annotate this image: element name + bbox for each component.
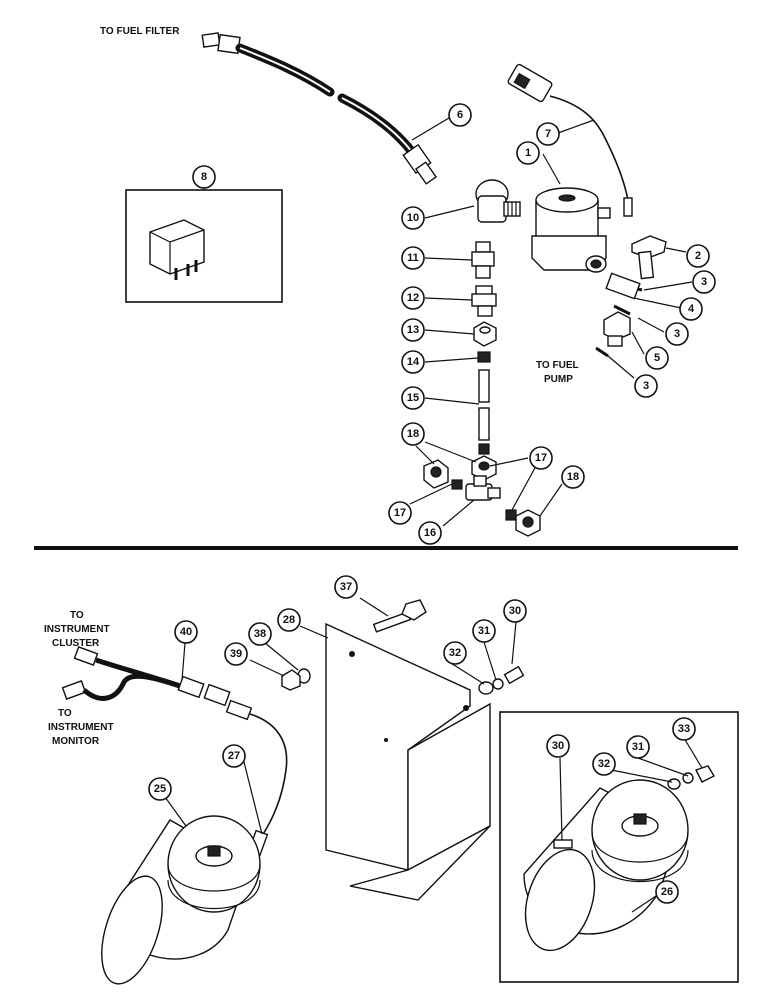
fuel-hose-assembly — [201, 32, 438, 185]
callout-39: 39 — [224, 642, 248, 666]
callout-32: 32 — [592, 752, 616, 776]
callout-27: 27 — [222, 744, 246, 768]
callout-33: 33 — [672, 717, 696, 741]
to-fuel-pump-label-1: TO FUEL — [536, 360, 579, 371]
callout-3: 3 — [665, 322, 689, 346]
callout-5: 5 — [645, 346, 669, 370]
callout-17: 17 — [388, 501, 412, 525]
to-instrument-monitor-label-3: MONITOR — [52, 736, 100, 747]
callout-11: 11 — [401, 246, 425, 270]
callout-15: 15 — [401, 386, 425, 410]
svg-text:17: 17 — [394, 507, 406, 519]
mounting-hardware — [281, 599, 525, 695]
svg-text:1: 1 — [525, 147, 531, 159]
callout-14: 14 — [401, 350, 425, 374]
svg-text:32: 32 — [449, 647, 461, 659]
fuel-filter-canister-left — [101, 815, 261, 985]
fuel-solenoid — [507, 63, 633, 273]
wiring-harness — [61, 646, 288, 857]
leader-lines-bottom — [159, 597, 703, 913]
to-instrument-monitor-label-2: INSTRUMENT — [48, 722, 114, 733]
callout-38: 38 — [248, 622, 272, 646]
svg-text:30: 30 — [509, 605, 521, 617]
svg-text:14: 14 — [407, 356, 420, 368]
svg-text:11: 11 — [407, 252, 419, 264]
callout-6: 6 — [448, 103, 472, 127]
svg-text:3: 3 — [674, 328, 680, 340]
svg-text:31: 31 — [632, 741, 644, 753]
svg-text:27: 27 — [228, 750, 240, 762]
to-instrument-cluster-label-2: INSTRUMENT — [44, 624, 110, 635]
to-instrument-cluster-label-1: TO — [70, 610, 84, 621]
callout-18: 18 — [561, 465, 585, 489]
svg-text:3: 3 — [701, 276, 707, 288]
svg-text:18: 18 — [567, 471, 579, 483]
svg-text:6: 6 — [457, 109, 463, 121]
svg-text:32: 32 — [598, 758, 610, 770]
to-instrument-cluster-label-3: CLUSTER — [52, 638, 100, 649]
tee-fitting-assembly — [423, 459, 541, 537]
callout-7: 7 — [536, 122, 560, 146]
svg-text:37: 37 — [340, 581, 352, 593]
callout-30: 30 — [503, 599, 527, 623]
callout-30: 30 — [546, 734, 570, 758]
callout-3: 3 — [634, 374, 658, 398]
svg-text:33: 33 — [678, 723, 690, 735]
svg-text:4: 4 — [688, 303, 695, 315]
callout-18: 18 — [401, 422, 425, 446]
svg-text:13: 13 — [407, 324, 419, 336]
svg-text:15: 15 — [407, 392, 419, 404]
svg-text:7: 7 — [545, 128, 551, 140]
callout-13: 13 — [401, 318, 425, 342]
svg-text:16: 16 — [424, 527, 436, 539]
svg-text:40: 40 — [180, 626, 192, 638]
callout-2: 2 — [686, 244, 710, 268]
svg-text:8: 8 — [201, 171, 207, 183]
callout-16: 16 — [418, 521, 442, 545]
to-fuel-pump-label-2: PUMP — [544, 374, 573, 385]
svg-text:17: 17 — [535, 452, 547, 464]
callout-32: 32 — [443, 641, 467, 665]
callout-3: 3 — [692, 270, 716, 294]
svg-text:28: 28 — [283, 614, 295, 626]
svg-text:10: 10 — [407, 212, 419, 224]
svg-text:12: 12 — [407, 292, 419, 304]
svg-text:26: 26 — [661, 886, 673, 898]
mounting-bracket — [325, 622, 491, 901]
to-instrument-monitor-label-1: TO — [58, 708, 72, 719]
svg-text:3: 3 — [643, 380, 649, 392]
inset-box — [499, 711, 739, 983]
callout-25: 25 — [148, 777, 172, 801]
callout-12: 12 — [401, 286, 425, 310]
svg-text:30: 30 — [552, 740, 564, 752]
svg-text:18: 18 — [407, 428, 419, 440]
svg-text:2: 2 — [695, 250, 701, 262]
banjo-bolt-assembly — [595, 235, 667, 358]
callout-28: 28 — [277, 608, 301, 632]
elbow-fitting — [475, 179, 521, 223]
callout-4: 4 — [679, 297, 703, 321]
callout-10: 10 — [401, 206, 425, 230]
callout-31: 31 — [626, 735, 650, 759]
relay-box — [125, 189, 283, 303]
callout-37: 37 — [334, 575, 358, 599]
svg-text:39: 39 — [230, 648, 242, 660]
callout-8: 8 — [192, 165, 216, 189]
callout-40: 40 — [174, 620, 198, 644]
svg-text:38: 38 — [254, 628, 266, 640]
callout-26: 26 — [655, 880, 679, 904]
to-fuel-filter-label: TO FUEL FILTER — [100, 26, 180, 37]
leader-lines-top — [409, 117, 693, 527]
svg-text:25: 25 — [154, 783, 166, 795]
svg-text:31: 31 — [478, 625, 490, 637]
fitting-stack — [471, 241, 497, 481]
svg-text:5: 5 — [654, 352, 660, 364]
callout-1: 1 — [516, 141, 540, 165]
callout-31: 31 — [472, 619, 496, 643]
callout-17: 17 — [529, 446, 553, 470]
